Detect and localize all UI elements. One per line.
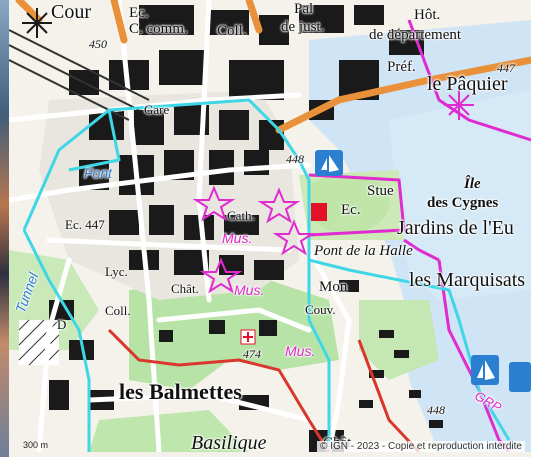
label-c-comm: C. comm. — [129, 21, 188, 37]
label-ile: Île — [464, 176, 481, 192]
map-viewport[interactable]: Cour Ec. C. comm. Pal de just. Hôt. de d… — [9, 0, 531, 452]
label-basilique: Basilique — [191, 432, 267, 452]
label-lyc: Lyc. — [105, 264, 128, 279]
label-coll-2: Coll. — [105, 303, 131, 318]
label-pref: Préf. — [387, 59, 416, 75]
viewpoint-marker — [444, 90, 474, 120]
label-couv: Couv. — [305, 302, 336, 317]
marina-icon-3 — [509, 362, 531, 392]
left-edge-strip — [0, 0, 9, 457]
ile-des-cygnes — [307, 174, 390, 233]
label-les-marquisats: les Marquisats — [409, 269, 526, 291]
attribution: © IGN - 2023 - Copie et reproduction int… — [317, 441, 525, 452]
label-ec-2: Ec. — [341, 202, 361, 218]
map-canvas[interactable] — [9, 0, 531, 452]
label-coll-1: Coll. — [217, 23, 247, 39]
label-mon: Mon — [319, 279, 348, 295]
label-mus-2: Mus. — [234, 282, 265, 298]
label-elev-448: 448 — [286, 152, 304, 166]
lake-shallows — [389, 90, 531, 300]
label-jardins: Jardins de l'Eu — [397, 217, 514, 239]
label-font: Font — [84, 165, 113, 181]
label-mus-3: Mus. — [285, 343, 316, 359]
forest-marquisats — [359, 300, 439, 380]
label-pont-halle: Pont de la Halle — [314, 243, 413, 259]
label-pal-just: Pal — [294, 1, 314, 17]
label-elev-447: 447 — [497, 61, 515, 75]
label-mus-1: Mus. — [222, 230, 253, 246]
label-elev-448b: 448 — [427, 403, 445, 417]
label-hotel: Hôt. — [414, 7, 441, 23]
label-d: D — [57, 317, 67, 332]
label-cath: Cath. — [227, 208, 255, 223]
scale-text: 300 m — [23, 440, 49, 450]
label-des-cygnes: des Cygnes — [427, 195, 499, 211]
route-cyan — [22, 98, 511, 452]
compass-icon — [22, 8, 52, 38]
label-elev-450: 450 — [89, 37, 107, 51]
roads-orange — [15, 0, 531, 134]
label-elev-474: 474 — [243, 347, 261, 361]
cemetery-area — [19, 320, 59, 365]
forest-balmettes — [129, 280, 339, 390]
label-chat: Chât. — [171, 281, 199, 296]
label-de-just: de just. — [281, 19, 325, 35]
label-ec-comm: Ec. — [129, 5, 149, 21]
label-le-paquier: le Pâquier — [427, 73, 508, 95]
right-edge — [531, 0, 543, 457]
red-square-marker — [311, 203, 327, 221]
label-cour: Cour — [51, 1, 91, 23]
label-stue: Stue — [367, 183, 394, 199]
scale-bar: 300 m — [23, 440, 48, 450]
label-ec-447: Ec. 447 — [65, 217, 105, 232]
forest-south — [89, 410, 249, 452]
label-departement: de département — [369, 27, 462, 43]
label-les-balmettes: les Balmettes — [119, 379, 242, 404]
monument-stars — [192, 185, 316, 294]
label-gare: Gare — [144, 102, 170, 117]
